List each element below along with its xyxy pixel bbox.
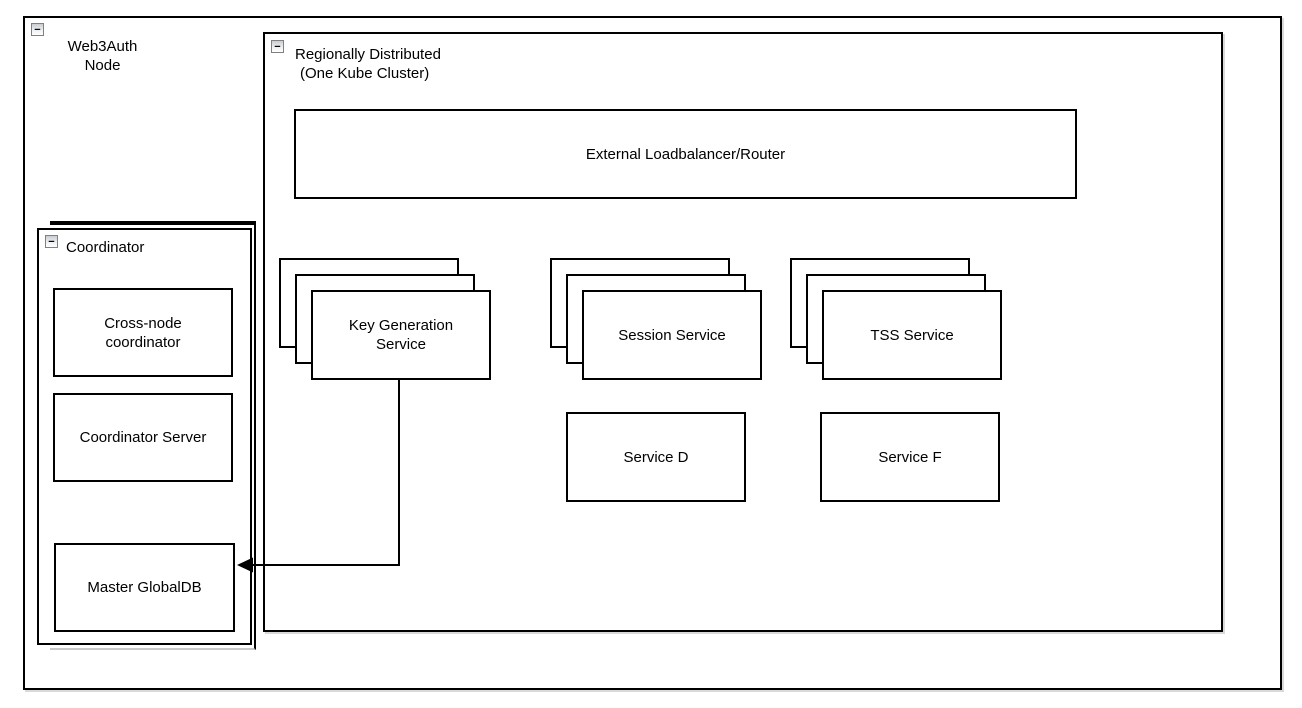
master-globaldb-label: Master GlobalDB (87, 579, 202, 596)
coordinator-server-label: Coordinator Server (79, 429, 207, 446)
service-f-box[interactable]: Service F (820, 412, 1000, 502)
collapse-minus-icon[interactable]: − (31, 23, 44, 36)
session-service-box[interactable]: Session Service (582, 290, 762, 380)
external-loadbalancer-box[interactable]: External Loadbalancer/Router (294, 109, 1077, 199)
regionally-distributed-group[interactable]: − Regionally Distributed (One Kube Clust… (263, 32, 1223, 632)
key-generation-service-label: Key Generation Service (348, 317, 454, 353)
service-f-label: Service F (878, 448, 942, 466)
coordinator-server-box[interactable]: Coordinator Server (53, 393, 233, 482)
tss-service-box[interactable]: TSS Service (822, 290, 1002, 380)
cross-node-coordinator-label: Cross-node coordinator (104, 314, 182, 351)
external-loadbalancer-label: External Loadbalancer/Router (585, 145, 786, 163)
web3auth-node-title-line1: Web3Auth (67, 38, 138, 55)
service-d-label: Service D (623, 448, 689, 466)
key-generation-service-box[interactable]: Key Generation Service (311, 290, 491, 380)
key-generation-service-stack[interactable]: Key Generation Service (279, 258, 491, 380)
coordinator-title: Coordinator (66, 239, 145, 256)
master-globaldb-box[interactable]: Master GlobalDB (54, 543, 235, 632)
web3auth-node-title: Web3Auth Node (45, 37, 160, 75)
regionally-distributed-title-line2: (One Kube Cluster) (300, 65, 430, 82)
session-service-label: Session Service (618, 326, 726, 344)
service-d-box[interactable]: Service D (566, 412, 746, 502)
tss-service-stack[interactable]: TSS Service (790, 258, 1002, 380)
tss-service-label: TSS Service (870, 326, 954, 344)
web3auth-node-title-line2: Node (84, 57, 121, 74)
collapse-minus-icon[interactable]: − (271, 40, 284, 53)
cross-node-coordinator-box[interactable]: Cross-node coordinator (53, 288, 233, 377)
coordinator-group[interactable]: − Coordinator Cross-node coordinator Coo… (37, 228, 252, 645)
collapse-minus-icon[interactable]: − (45, 235, 58, 248)
regionally-distributed-title: Regionally Distributed (One Kube Cluster… (295, 45, 441, 83)
session-service-stack[interactable]: Session Service (550, 258, 762, 380)
regionally-distributed-title-line1: Regionally Distributed (295, 46, 441, 63)
